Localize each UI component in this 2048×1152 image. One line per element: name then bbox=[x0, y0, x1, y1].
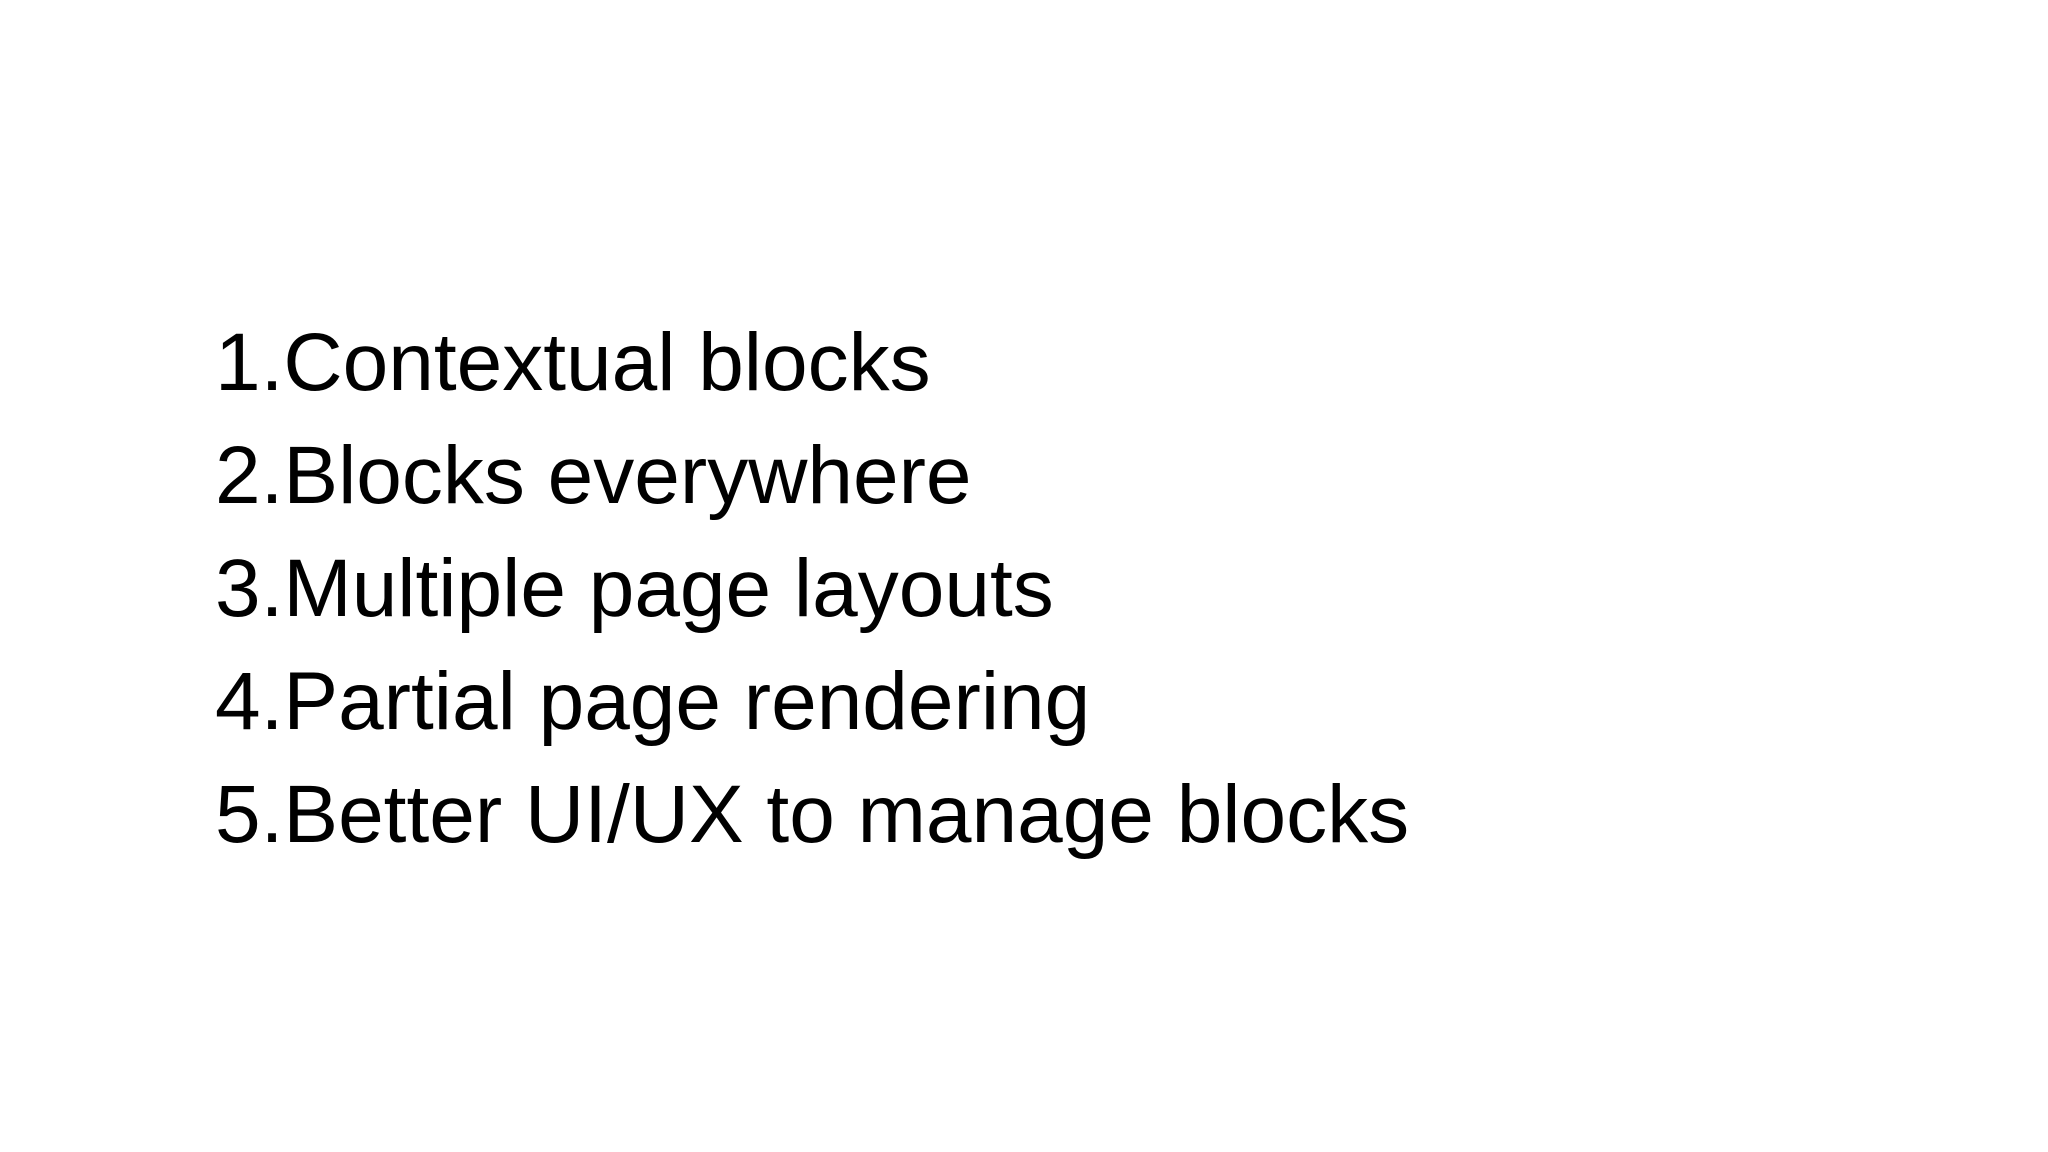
list-item: 4.Partial page rendering bbox=[215, 656, 1091, 747]
list-item: 2.Blocks everywhere bbox=[215, 430, 972, 521]
list-item: 1.Contextual blocks bbox=[215, 317, 931, 408]
list-item: 5.Better UI/UX to manage blocks bbox=[215, 769, 1410, 860]
list-item: 3.Multiple page layouts bbox=[215, 543, 1054, 634]
feature-list: 1.Contextual blocks 2.Blocks everywhere … bbox=[215, 306, 1409, 871]
